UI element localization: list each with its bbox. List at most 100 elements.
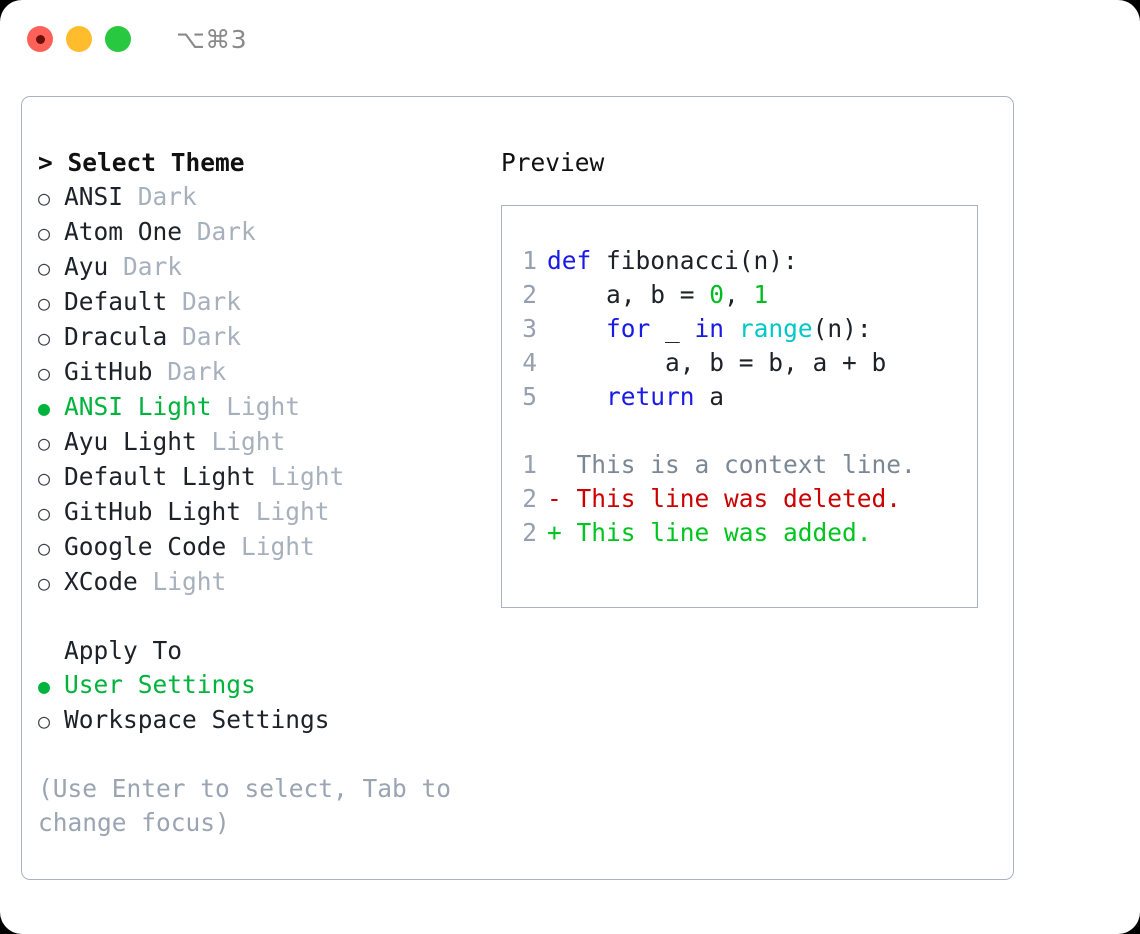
line-number: 4 — [522, 348, 537, 377]
code-token-fn: range — [738, 314, 813, 343]
theme-name: GitHub — [64, 357, 153, 386]
theme-variant-label: Dark — [167, 287, 242, 316]
theme-variant-label: Light — [255, 462, 345, 491]
theme-option-atom-one[interactable]: ○ Atom One Dark — [38, 215, 484, 250]
theme-name: Ayu Light — [64, 427, 197, 456]
theme-variant-label: Light — [211, 392, 301, 421]
radio-unselected-icon: ○ — [38, 256, 51, 280]
diff-text: This line was deleted. — [576, 484, 902, 513]
theme-name: XCode — [64, 567, 138, 596]
minimize-button-icon[interactable] — [66, 26, 92, 52]
line-number: 2 — [522, 484, 537, 513]
theme-option-xcode[interactable]: ○ XCode Light — [38, 565, 484, 600]
line-number: 3 — [522, 314, 537, 343]
code-token-plain — [724, 314, 739, 343]
radio-unselected-icon: ○ — [38, 501, 51, 525]
theme-variant-label: Light — [137, 567, 227, 596]
theme-variant-label: Dark — [123, 182, 197, 211]
theme-name: Ayu — [64, 252, 109, 281]
theme-option-default[interactable]: ○Default Dark — [38, 285, 484, 320]
zoom-button-icon[interactable] — [105, 26, 131, 52]
theme-option-google-code[interactable]: ○ Google Code Light — [38, 530, 484, 565]
shortcut-label: ⌥⌘3 — [176, 24, 248, 54]
code-text: def fibonacci(n): — [547, 244, 798, 278]
line-number: 2 — [522, 280, 537, 309]
theme-variant-label: Dark — [182, 217, 256, 246]
diff-marker — [547, 448, 577, 482]
apply-to-option-workspace-settings[interactable]: ○ Workspace Settings — [38, 703, 484, 738]
theme-name: Google Code — [64, 532, 227, 561]
code-text: for _ in range(n): — [547, 312, 872, 346]
traffic-lights — [27, 26, 131, 52]
theme-option-ayu-light[interactable]: ○Ayu Light Light — [38, 425, 484, 460]
code-line: 2 a, b = 0, 1 — [502, 278, 977, 312]
theme-variant-label: Light — [226, 532, 315, 561]
code-token-plain: , — [724, 280, 754, 309]
radio-unselected-icon: ○ — [38, 571, 51, 595]
radio-unselected-icon: ○ — [38, 221, 51, 245]
apply-to-label: User Settings — [64, 670, 256, 699]
radio-selected-icon: ● — [38, 674, 51, 698]
radio-unselected-icon: ○ — [38, 186, 51, 210]
code-token-kw: for — [606, 314, 651, 343]
code-text: a, b = 0, 1 — [547, 278, 768, 312]
code-token-num: 0 — [709, 280, 725, 309]
radio-unselected-icon: ○ — [38, 466, 51, 490]
code-token-num: 1 — [753, 280, 769, 309]
diff-line-ctx: 1 This is a context line. — [502, 448, 977, 482]
theme-variant-label: Light — [196, 427, 286, 456]
code-line: 4 a, b = b, a + b — [502, 346, 977, 380]
theme-option-ansi[interactable]: ○ ANSI Dark — [38, 180, 484, 215]
apply-to-option-list[interactable]: ● User Settings ○ Workspace Settings — [38, 668, 484, 738]
radio-unselected-icon: ○ — [38, 536, 51, 560]
theme-option-default-light[interactable]: ○Default Light Light — [38, 460, 484, 495]
close-button-icon[interactable] — [27, 26, 53, 52]
main-panel: > Select Theme ○ANSI Dark○Atom One Dark○… — [21, 96, 1014, 880]
radio-selected-icon: ● — [38, 396, 51, 420]
code-token-kw: def — [547, 246, 607, 275]
radio-unselected-icon: ○ — [38, 326, 51, 350]
theme-name: Dracula — [64, 322, 168, 351]
code-token-plain: _ — [650, 314, 695, 343]
theme-option-dracula[interactable]: ○ Dracula Dark — [38, 320, 484, 355]
code-token-plain: fibonacci(n): — [606, 246, 798, 275]
radio-unselected-icon: ○ — [38, 361, 51, 385]
theme-variant-label: Dark — [108, 252, 183, 281]
apply-to-title: Apply To — [64, 636, 183, 665]
diff-marker: - — [547, 484, 577, 513]
diff-sample: 1 This is a context line.2- This line wa… — [502, 448, 977, 550]
theme-option-github-light[interactable]: ○GitHub Light Light — [38, 495, 484, 530]
theme-variant-label: Dark — [152, 357, 227, 386]
diff-line-add: 2+ This line was added. — [502, 516, 977, 550]
apply-to-label: Workspace Settings — [64, 705, 330, 734]
theme-name: Atom One — [64, 217, 183, 246]
code-token-kw: in — [694, 314, 725, 343]
theme-name: ANSI — [64, 182, 124, 211]
code-line: 3 for _ in range(n): — [502, 312, 977, 346]
theme-option-ansi-light[interactable]: ● ANSI Light Light — [38, 390, 484, 425]
select-theme-header: > Select Theme — [38, 148, 245, 177]
theme-option-ayu[interactable]: ○ Ayu Dark — [38, 250, 484, 285]
theme-variant-label: Dark — [167, 322, 242, 351]
radio-unselected-icon: ○ — [38, 709, 51, 733]
theme-option-github[interactable]: ○ GitHub Dark — [38, 355, 484, 390]
diff-text: This is a context line. — [576, 450, 916, 479]
preview-title: Preview — [501, 148, 605, 177]
code-token-plain: a, b = b, a + b — [547, 348, 887, 377]
line-number: 5 — [522, 382, 537, 411]
title-bar: ⌥⌘3 — [0, 0, 1140, 78]
code-line: 5 return a — [502, 380, 977, 414]
diff-line-del: 2- This line was deleted. — [502, 482, 977, 516]
code-text: return a — [547, 380, 724, 414]
theme-name: ANSI Light — [64, 392, 212, 421]
code-token-plain: (n): — [812, 314, 872, 343]
apply-to-option-user-settings[interactable]: ● User Settings — [38, 668, 484, 703]
diff-marker: + — [547, 518, 577, 547]
theme-option-list[interactable]: ○ANSI Dark○Atom One Dark○Ayu Dark○Defaul… — [38, 180, 484, 600]
code-token-kw: return — [606, 382, 695, 411]
